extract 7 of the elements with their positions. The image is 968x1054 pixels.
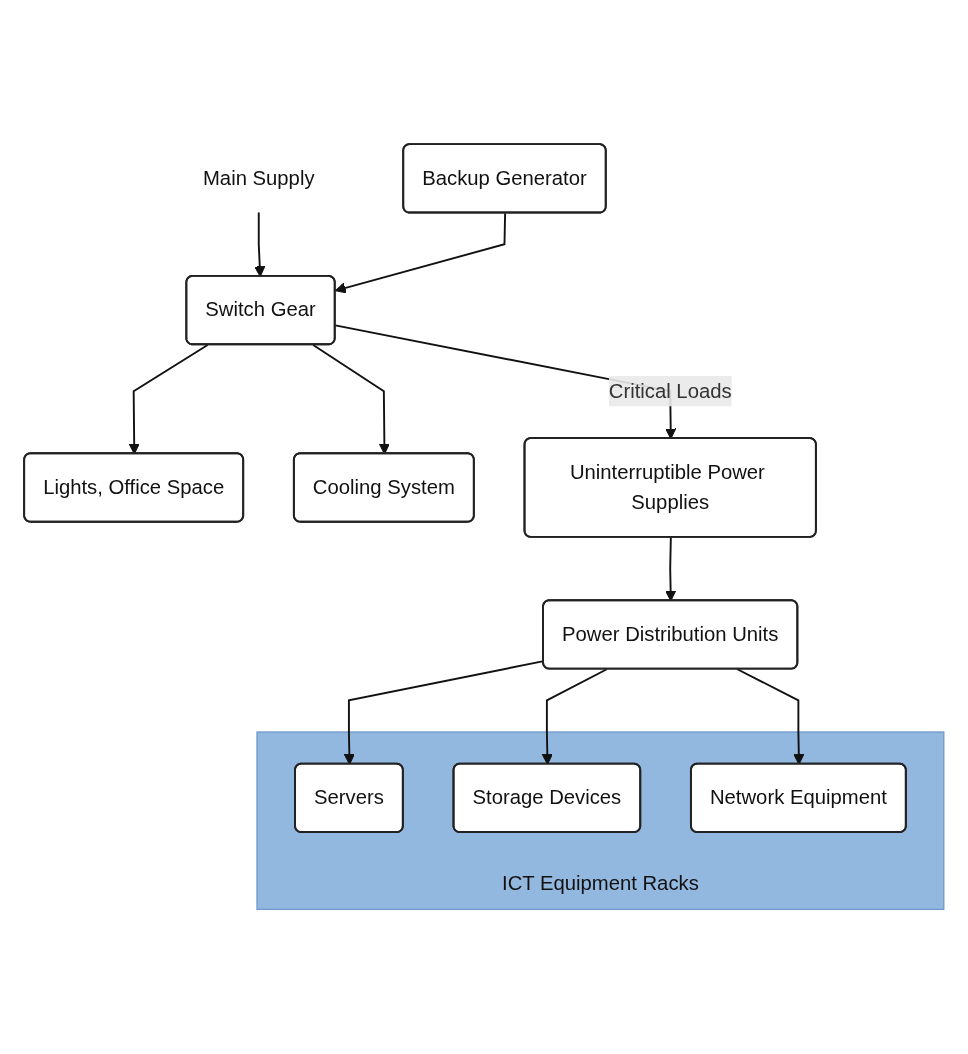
arrow: [665, 536, 677, 602]
arrow: [334, 212, 507, 294]
arrow: [312, 344, 390, 455]
edge-label: Critical Loads: [608, 380, 732, 402]
arrow: [254, 211, 266, 278]
arrow: [128, 344, 209, 455]
node-text: Main Supply: [203, 167, 315, 189]
